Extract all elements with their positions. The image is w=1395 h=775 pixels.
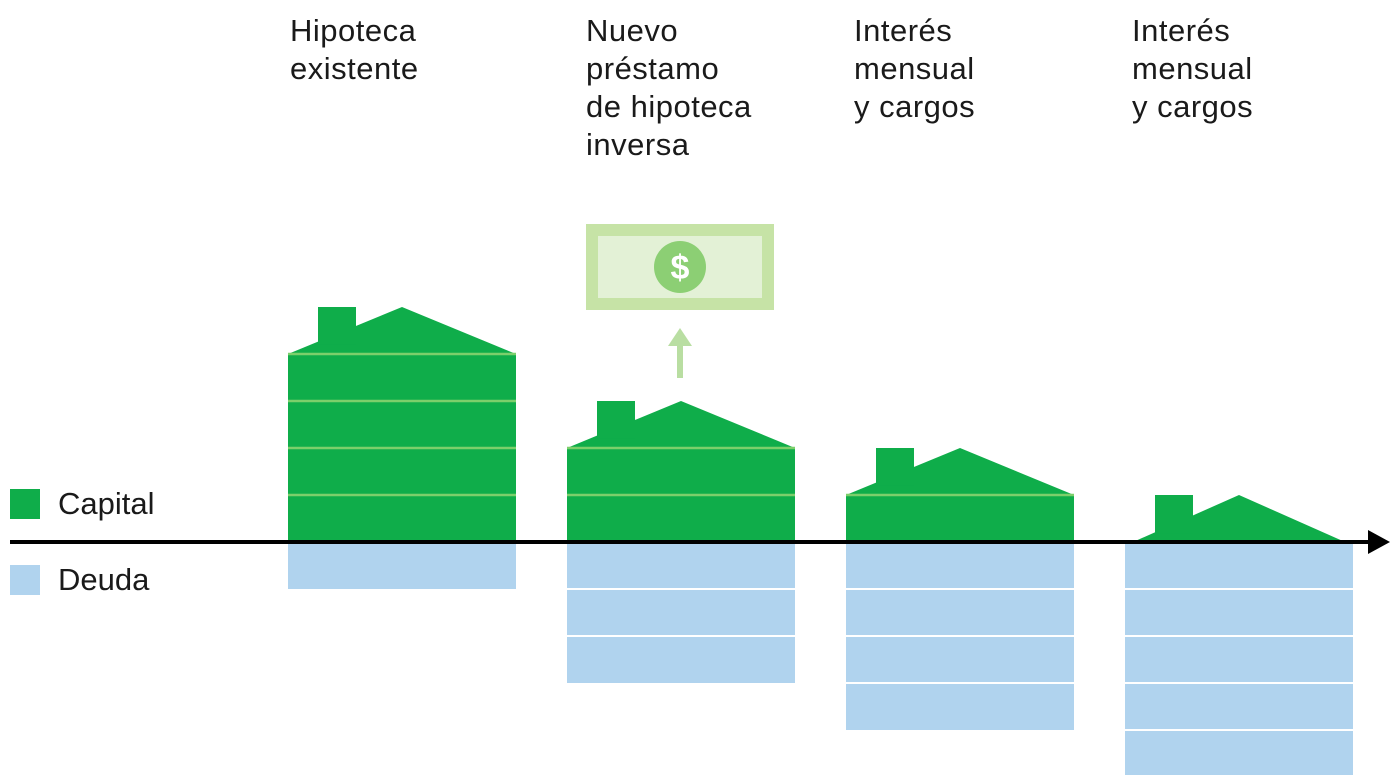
debt-swatch xyxy=(10,565,40,595)
chimney xyxy=(318,307,356,345)
debt-block xyxy=(288,542,516,589)
axis-arrowhead xyxy=(1368,530,1390,554)
stage-label-2: Nuevo préstamo de hipoteca inversa xyxy=(586,13,752,162)
house-4 xyxy=(1125,495,1353,775)
chimney xyxy=(876,448,914,486)
stage-label-4: Interés mensual y cargos xyxy=(1132,13,1254,124)
capital-swatch xyxy=(10,489,40,519)
debt-block xyxy=(1125,542,1353,775)
up-arrow-icon xyxy=(668,328,692,346)
dollar-symbol: $ xyxy=(671,249,690,287)
legend-capital: Capital xyxy=(10,486,155,522)
dollar-bill-icon: $ xyxy=(586,224,774,378)
house-1 xyxy=(288,307,516,589)
chimney xyxy=(597,401,635,439)
house-3 xyxy=(846,448,1074,730)
legend-capital-label: Capital xyxy=(58,486,155,521)
chimney xyxy=(1155,495,1193,534)
up-arrow-shaft xyxy=(677,344,683,378)
capital-block xyxy=(846,495,1074,542)
house-2 xyxy=(567,401,795,683)
stage-label-3: Interés mensual y cargos xyxy=(854,13,976,124)
debt-block xyxy=(567,542,795,683)
legend-debt: Deuda xyxy=(10,562,149,598)
stage-label-1: Hipoteca existente xyxy=(290,13,419,86)
houses-group xyxy=(288,307,1353,775)
timeline-axis xyxy=(10,530,1390,554)
legend-debt-label: Deuda xyxy=(58,562,150,597)
coin xyxy=(654,241,706,293)
